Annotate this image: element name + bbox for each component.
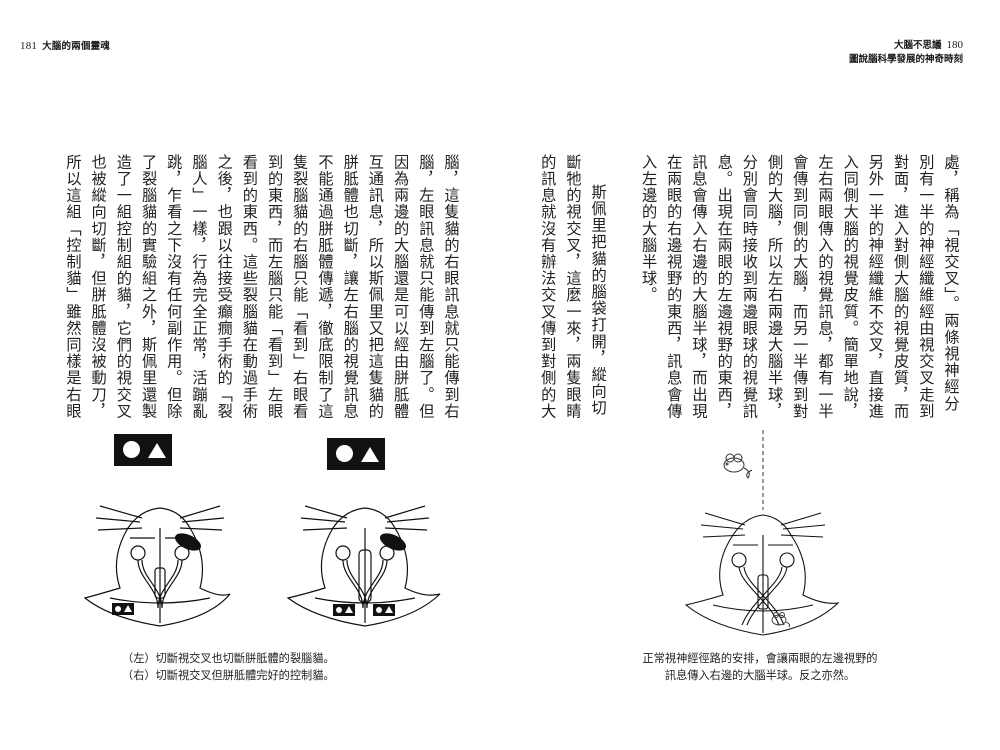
- text-column: 處，稱為「視交叉」。兩條視神經分: [942, 154, 960, 412]
- left-running-title: 大腦的兩個靈魂: [42, 41, 111, 52]
- text-column: 左右兩眼傳入的視覺訊息，都有一半: [815, 154, 834, 420]
- text-column: 會傳到同側的大腦，而另一半傳到對: [790, 154, 809, 420]
- caption-line: （右）切斷視交叉但胼胝體完好的控制貓。: [122, 669, 335, 682]
- text-column: 分別會同時接收到兩邊眼球的視覺訊: [740, 154, 759, 420]
- text-column: 的訊息就沒有辦法交叉傳到對側的大: [538, 154, 557, 420]
- text-column: 腦人」一樣，行為完全正常，活蹦亂: [189, 154, 208, 420]
- text-column: 入左邊的大腦半球。: [639, 154, 658, 304]
- book-subtitle: 圖說腦科學發展的神奇時刻: [848, 54, 963, 65]
- text-column: 看到的東西。這些裂腦貓在動過手術: [240, 154, 259, 420]
- split-brain-cat-figure: [80, 430, 240, 630]
- text-column: 息。出現在兩眼的左邊視野的東西，: [715, 154, 734, 420]
- circle-shape-icon: [123, 441, 140, 458]
- caption-line: （左）切斷視交叉也切斷胼胝體的裂腦貓。: [122, 652, 335, 665]
- circle-shape-icon: [336, 445, 353, 462]
- text-column: 了裂腦貓的實驗組之外，斯佩里還製: [139, 154, 158, 420]
- left-running-header: 181 大腦的兩個靈魂: [20, 38, 110, 52]
- text-column: 跳，乍看之下沒有任何副作用。但除: [164, 154, 183, 420]
- text-column: 側的大腦，所以左右兩邊大腦半球，: [765, 154, 784, 420]
- text-column: 隻裂腦貓的右腦只能「看到」右眼看: [290, 154, 309, 420]
- text-column: 斷牠的視交叉，這麼一來，兩隻眼睛: [563, 154, 582, 420]
- mouse-stimulus-icon: [723, 453, 753, 479]
- caption-line: 訊息傳入右邊的大腦半球。反之亦然。: [664, 669, 856, 682]
- text-column: 對面，進入對側大腦的視覺皮質，而: [891, 154, 910, 420]
- right-figure-caption: 正常視神經徑路的安排，會讓兩眼的左邊視野的 訊息傳入右邊的大腦半球。反之亦然。: [620, 650, 900, 684]
- text-column: 腦，左眼訊息就只能傳到左腦了。但: [416, 154, 435, 420]
- text-column: 造了一組控制組的貓，它們的視交叉: [114, 154, 133, 420]
- text-column: 腦，這隻貓的右眼訊息就只能傳到右: [442, 154, 460, 420]
- right-body-text: 處，稱為「視交叉」。兩條視神經分 別有一半的神經纖維經由視交叉走到 對面，進入對…: [539, 154, 963, 420]
- left-figure-caption: （左）切斷視交叉也切斷胼胝體的裂腦貓。 （右）切斷視交叉但胼胝體完好的控制貓。: [122, 650, 335, 684]
- text-column: 在兩眼的右邊視野的東西，訊息會傳: [664, 154, 683, 420]
- stimulus-card: [327, 438, 385, 470]
- text-column: 不能通過胼胝體傳遞，徹底限制了這: [315, 154, 334, 420]
- text-column: 因為兩邊的大腦還是可以經由胼胝體: [391, 154, 410, 420]
- triangle-shape-icon: [361, 447, 379, 462]
- right-page: 大腦不思議 180 圖說腦科學發展的神奇時刻 處，稱為「視交叉」。兩條視神經分 別…: [500, 0, 1000, 750]
- text-column: 所以這組「控制貓」雖然同樣是右眼: [63, 154, 82, 420]
- text-column: 入同側大腦的視覺皮質。簡單地說，: [841, 154, 860, 420]
- text-column: 胼胝體也切斷，讓左右腦的視覺訊息: [341, 154, 360, 420]
- text-column: 另外一半的神經纖維不交叉，直接進: [866, 154, 885, 420]
- left-page: 181 大腦的兩個靈魂 腦，這隻貓的右眼訊息就只能傳到右 腦，左眼訊息就只能傳到左…: [20, 38, 463, 684]
- text-column: 之後，也跟以往接受癲癇手術的「裂: [215, 154, 234, 420]
- text-column: 也被縱向切斷，但胼胝體沒被動刀，: [89, 154, 108, 420]
- right-running-header: 大腦不思議 180 圖說腦科學發展的神奇時刻: [849, 38, 963, 67]
- text-column: 別有一半的神經纖維經由視交叉走到: [916, 154, 935, 420]
- cat-brain-normal-icon: [684, 512, 840, 636]
- left-page-number: 181: [20, 40, 38, 52]
- left-body-text: 腦，這隻貓的右眼訊息就只能傳到右 腦，左眼訊息就只能傳到左腦了。但 因為兩邊的大…: [43, 154, 463, 420]
- text-column: 互通訊息，所以斯佩里又把這隻貓的: [366, 154, 385, 420]
- right-page-number: 180: [946, 39, 964, 51]
- normal-cat-figure: [684, 425, 860, 645]
- control-cat-figure: [285, 430, 445, 630]
- dashed-line-of-sight: [762, 430, 764, 510]
- cat-brain-control-icon: [286, 505, 441, 627]
- book-title: 大腦不思議: [893, 40, 942, 51]
- triangle-shape-icon: [148, 443, 166, 458]
- paragraph-gap: [610, 154, 635, 394]
- text-column: 到的東西，而左腦只能「看到」左眼: [265, 154, 284, 420]
- text-column: 斯佩里把貓的腦袋打開，縱向切: [589, 184, 608, 417]
- cat-brain-split-icon: [83, 505, 231, 627]
- text-column: 訊息會傳入右邊的大腦半球，而出現: [689, 154, 708, 420]
- caption-line: 正常視神經徑路的安排，會讓兩眼的左邊視野的: [642, 652, 878, 665]
- stimulus-card: [114, 434, 172, 466]
